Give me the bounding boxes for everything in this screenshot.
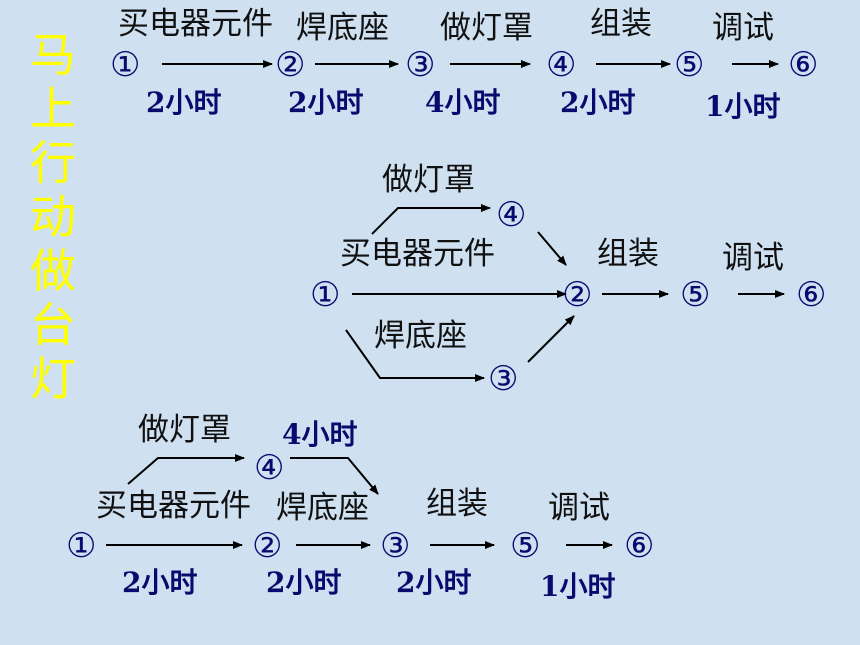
node-5: ⑤ xyxy=(674,45,704,85)
node-4: ④ xyxy=(254,448,284,488)
title-char: 马 xyxy=(30,28,76,82)
task-weld-base: 焊底座 xyxy=(276,490,369,526)
task-debug: 调试 xyxy=(722,240,784,276)
duration-3: 2小时 xyxy=(396,566,471,599)
task-debug: 调试 xyxy=(548,490,610,526)
task-make-shade: 做灯罩 xyxy=(440,10,533,46)
duration-1: 2小时 xyxy=(122,566,197,599)
task-buy-parts: 买电器元件 xyxy=(118,6,273,42)
arrow-1-3 xyxy=(345,329,485,382)
duration-2: 2小时 xyxy=(266,566,341,599)
diagram-2: ① ② ③ ④ ⑤ ⑥ 做灯罩 买电器元件 焊底座 组装 调试 xyxy=(310,162,826,399)
arrow-4-2 xyxy=(537,231,567,266)
title-char: 动 xyxy=(30,190,76,244)
task-debug: 调试 xyxy=(712,10,774,46)
node-6: ⑥ xyxy=(624,526,654,566)
diagram-1: ① ② ③ ④ ⑤ ⑥ 买电器元件 焊底座 做灯罩 组装 调试 2小时 2小时 … xyxy=(110,6,818,123)
task-weld-base: 焊底座 xyxy=(374,318,467,354)
node-2: ② xyxy=(275,45,305,85)
duration-5: 1小时 xyxy=(705,90,780,123)
node-3: ③ xyxy=(488,359,518,399)
node-1: ① xyxy=(66,526,96,566)
task-make-shade: 做灯罩 xyxy=(138,412,231,448)
arrow-3-2 xyxy=(527,315,575,363)
task-assemble: 组装 xyxy=(597,236,659,272)
duration-4: 2小时 xyxy=(560,86,635,119)
node-5: ⑤ xyxy=(510,526,540,566)
duration-2: 2小时 xyxy=(288,86,363,119)
task-buy-parts: 买电器元件 xyxy=(96,488,251,524)
node-1: ① xyxy=(310,275,340,315)
arrow-1-4 xyxy=(127,454,245,485)
title-char: 台 xyxy=(30,298,76,352)
node-4: ④ xyxy=(496,195,526,235)
arrow-1-4 xyxy=(371,204,491,235)
node-1: ① xyxy=(110,45,140,85)
title-char: 行 xyxy=(30,136,76,190)
node-4: ④ xyxy=(546,45,576,85)
node-2: ② xyxy=(562,275,592,315)
task-buy-parts: 买电器元件 xyxy=(340,236,495,272)
title-char: 上 xyxy=(30,82,76,136)
task-assemble: 组装 xyxy=(426,486,488,522)
diagram-3: ① ② ③ ④ ⑤ ⑥ 做灯罩 4小时 买电器元件 焊底座 组装 调试 2小时 … xyxy=(66,412,654,603)
duration-4: 1小时 xyxy=(540,570,615,603)
duration-shade: 4小时 xyxy=(282,418,357,451)
task-weld-base: 焊底座 xyxy=(296,10,389,46)
node-3: ③ xyxy=(380,526,410,566)
task-assemble: 组装 xyxy=(590,6,652,42)
vertical-title: 马 上 行 动 做 台 灯 xyxy=(28,28,78,406)
arrow-4-3 xyxy=(290,457,379,495)
node-6: ⑥ xyxy=(788,45,818,85)
node-2: ② xyxy=(252,526,282,566)
task-make-shade: 做灯罩 xyxy=(382,162,475,198)
duration-3: 4小时 xyxy=(425,86,500,119)
node-5: ⑤ xyxy=(680,275,710,315)
title-char: 灯 xyxy=(30,352,76,406)
duration-1: 2小时 xyxy=(146,86,221,119)
node-3: ③ xyxy=(405,45,435,85)
title-char: 做 xyxy=(30,244,76,298)
node-6: ⑥ xyxy=(796,275,826,315)
